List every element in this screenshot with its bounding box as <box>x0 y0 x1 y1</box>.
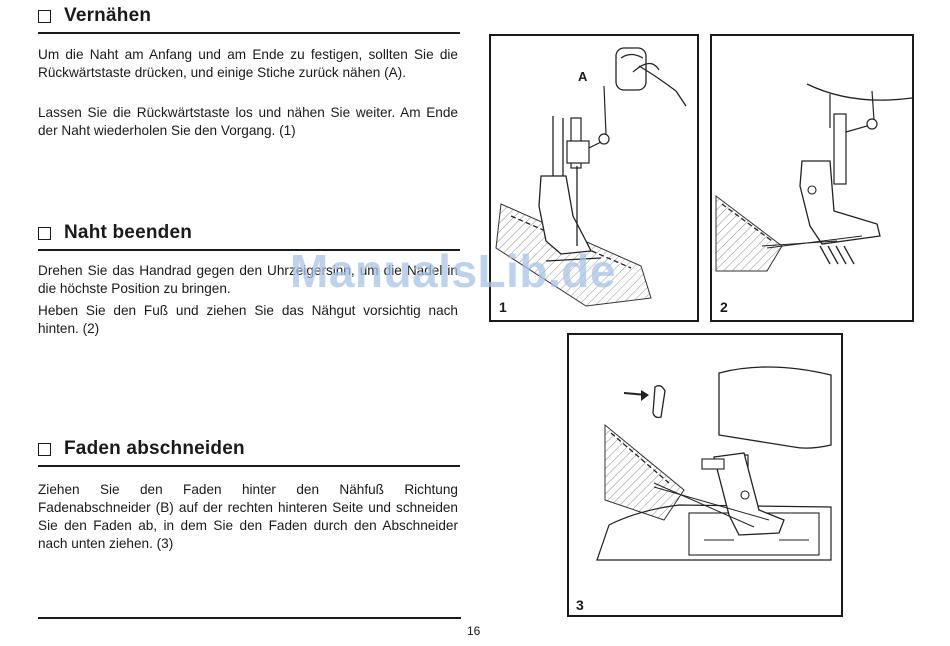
section-heading-naht-beenden: Naht beenden <box>38 222 460 251</box>
callout-label: A <box>578 69 588 84</box>
bottom-rule <box>38 617 461 619</box>
paragraph: Um die Naht am Anfang und am Ende zu fes… <box>38 47 458 80</box>
section-title: Naht beenden <box>64 222 193 243</box>
section-title: Faden abschneiden <box>64 438 245 459</box>
section-heading-vernaehen: Vernähen <box>38 5 460 34</box>
checkbox-square-icon <box>38 227 51 240</box>
page-number: 16 <box>467 624 481 638</box>
paragraph: Drehen Sie das Handrad gegen den Uhrzeig… <box>38 263 458 296</box>
figure-1-backstitch: A 1 <box>489 34 699 322</box>
paragraph: Ziehen Sie den Faden hinter den Nähfuß R… <box>38 482 458 551</box>
sewing-foot-raised-illustration <box>715 83 912 272</box>
figure-number: 3 <box>576 597 584 613</box>
section-heading-faden-abschneiden: Faden abschneiden <box>38 438 460 467</box>
paragraph: Heben Sie den Fuß und ziehen Sie das Näh… <box>38 303 458 336</box>
thread-cutter-illustration <box>596 366 832 561</box>
figure-number: 2 <box>720 299 728 315</box>
figure-number: 1 <box>499 299 507 315</box>
figure-2-end-seam: 2 <box>710 34 914 322</box>
sewing-foot-backstitch-illustration <box>495 47 687 307</box>
paragraph: Lassen Sie die Rückwärtstaste los und nä… <box>38 105 458 138</box>
checkbox-square-icon <box>38 10 51 23</box>
checkbox-square-icon <box>38 443 51 456</box>
section-title: Vernähen <box>64 5 152 26</box>
figure-3-thread-cutter: 3 <box>567 333 843 617</box>
